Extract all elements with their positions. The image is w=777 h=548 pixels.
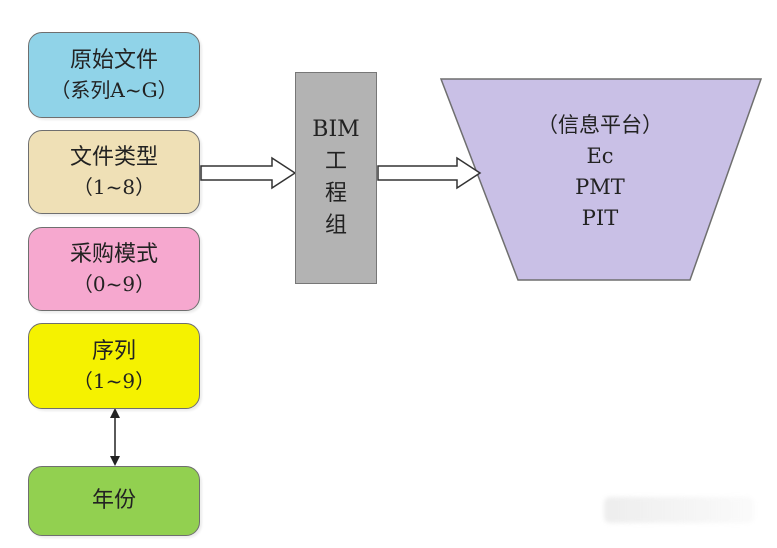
- platform-item-ec: Ec: [586, 144, 614, 168]
- platform-title: （信息平台）: [537, 113, 663, 137]
- box-original-file-range: （系列A~G）: [50, 78, 178, 102]
- bim-line-4: 组: [324, 213, 347, 238]
- arrow-to-bim: [200, 156, 297, 190]
- watermark-blur: [604, 497, 754, 523]
- bim-line-1: BIM: [312, 117, 360, 142]
- platform-trapezoid: [439, 78, 763, 281]
- double-arrow-head-bottom: [110, 456, 120, 466]
- bim-engineering-group: BIM 工 程 组: [295, 72, 377, 284]
- box-procurement-mode-range: （0~9）: [72, 272, 156, 296]
- box-file-type: 文件类型 （1~8）: [28, 130, 200, 214]
- bim-line-2: 工: [324, 149, 347, 174]
- platform-item-pit: PIT: [581, 206, 619, 230]
- box-procurement-mode-title: 采购模式: [69, 242, 158, 267]
- box-procurement-mode: 采购模式 （0~9）: [28, 227, 200, 311]
- box-sequence: 序列 （1~9）: [28, 323, 200, 409]
- platform-label: （信息平台） Ec PMT PIT: [460, 110, 740, 234]
- box-sequence-range: （1~9）: [72, 369, 156, 393]
- box-file-type-title: 文件类型: [69, 145, 158, 170]
- platform-item-pmt: PMT: [575, 175, 625, 199]
- arrow-to-platform: [377, 156, 482, 190]
- box-original-file-title: 原始文件: [69, 48, 158, 73]
- bim-line-3: 程: [324, 181, 347, 206]
- box-file-type-range: （1~8）: [72, 175, 156, 199]
- double-arrow-head-top: [110, 408, 120, 418]
- box-original-file: 原始文件 （系列A~G）: [28, 32, 200, 118]
- box-year: 年份: [28, 466, 200, 536]
- box-sequence-title: 序列: [91, 339, 136, 364]
- box-year-title: 年份: [91, 488, 136, 513]
